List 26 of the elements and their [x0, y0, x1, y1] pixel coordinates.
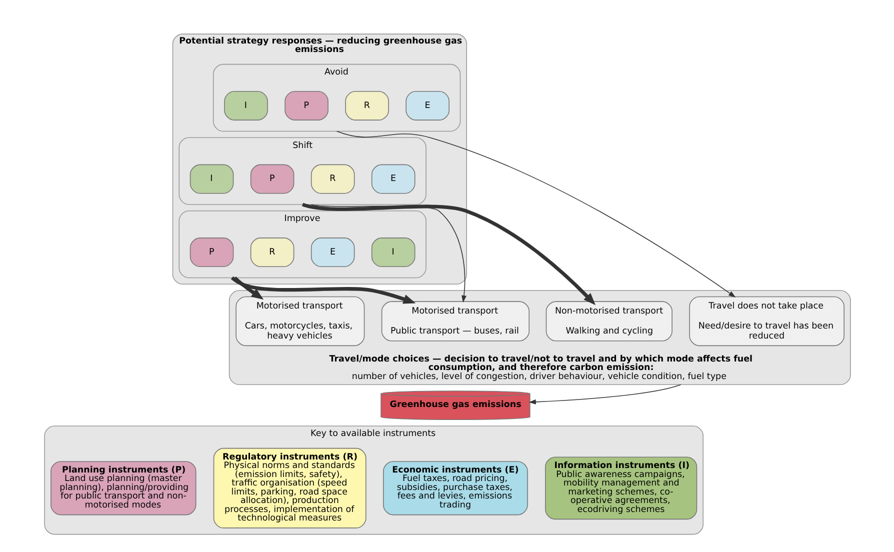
arrow: [302, 202, 596, 306]
node-box: Regulatory instruments (R) Physical norms and standards (emission limits, safety), traffic organisation (speed limits, parking, road space allocation), production processes, implementation of technological measures: [212, 448, 366, 528]
arrow: [336, 130, 736, 298]
arrow: [528, 384, 681, 404]
node-box: Travel does not take place Need/desire to travel has been reduced: [688, 296, 844, 346]
node-box: R: [344, 91, 388, 120]
node-box: R: [310, 164, 354, 194]
node-box: Motorised transport Cars, motorcycles, taxis, heavy vehicles: [235, 296, 364, 346]
arrow: [310, 204, 466, 303]
node-box: P: [189, 238, 234, 267]
node-box: Planning instruments (P) Land use planning (master planning), planning/providing for public transport and non-motorised modes: [50, 461, 196, 516]
node-box: P: [250, 164, 294, 194]
node-box: E: [370, 164, 415, 194]
node-box: I: [224, 91, 268, 120]
node-box: I: [189, 164, 234, 194]
node-box: I: [370, 238, 415, 267]
node-box: R: [250, 238, 294, 267]
node-box: E: [310, 238, 354, 267]
node-box: Information instruments (I) Public awareness campaigns, mobility management and marketing schemes, co-operative agreements, ecodriving schemes: [544, 456, 697, 520]
node-box: Economic instruments (E) Fuel taxes, road pricing, subsidies, purchase taxes, fees and levies, emissions trading: [382, 461, 528, 516]
node-box: Non-motorised transport Walking and cycling: [545, 301, 672, 342]
node-box: E: [405, 91, 449, 120]
arrow: [230, 276, 416, 304]
node-box: P: [284, 91, 328, 120]
node-box: Motorised transport Public transport — buses, rail: [380, 301, 530, 342]
arrow: [233, 276, 264, 300]
